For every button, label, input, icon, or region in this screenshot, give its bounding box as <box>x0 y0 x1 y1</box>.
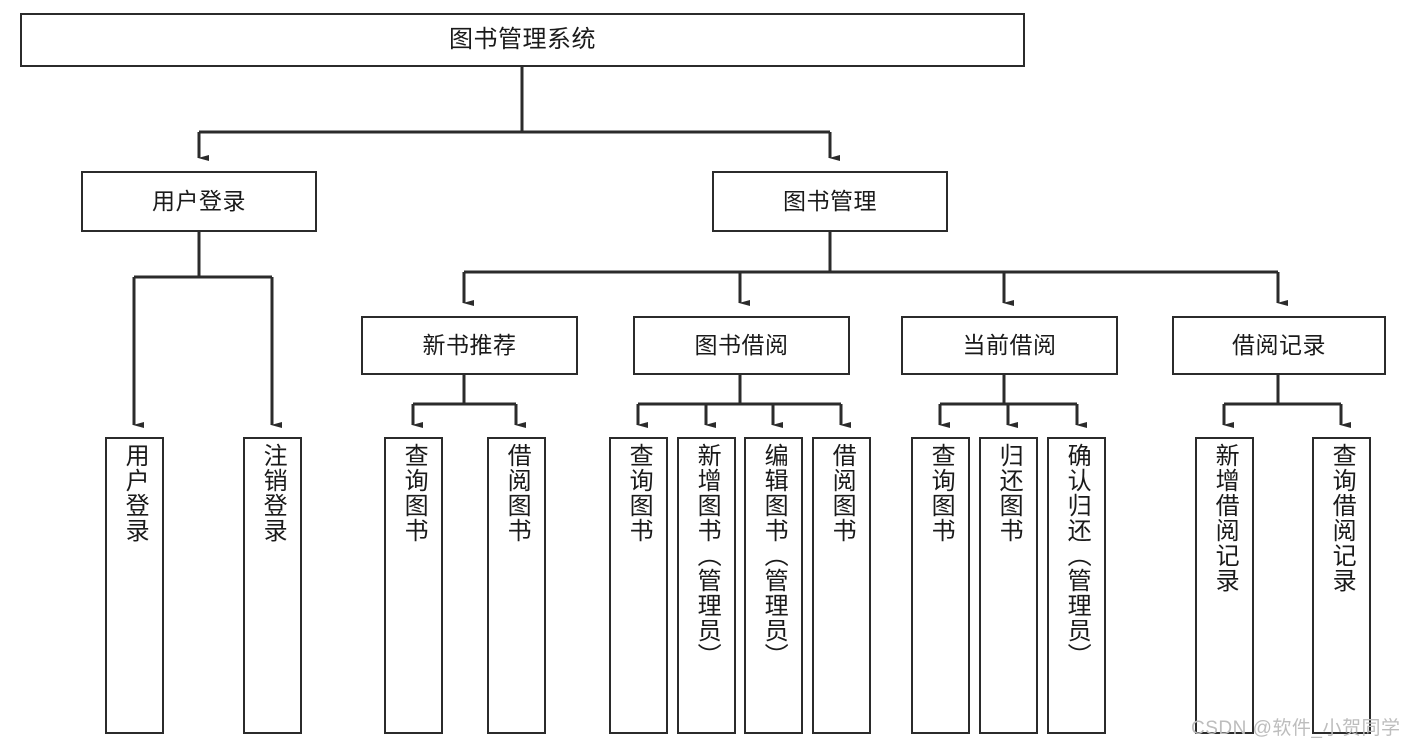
node-leaf-confirm-return-admin[interactable]: 确认归还（管理员） <box>1047 437 1106 734</box>
node-label: 用户登录 <box>152 188 246 215</box>
node-label: 查询图书 <box>625 443 653 543</box>
node-label: 借阅图书 <box>828 443 856 543</box>
node-label: 确认归还（管理员） <box>1063 443 1091 668</box>
node-label: 编辑图书（管理员） <box>760 443 788 668</box>
node-label: 图书借阅 <box>694 332 789 359</box>
node-leaf-user-logout[interactable]: 注销登录 <box>243 437 302 734</box>
node-label: 新书推荐 <box>422 332 517 359</box>
node-label: 借阅记录 <box>1232 332 1326 359</box>
node-current-borrow[interactable]: 当前借阅 <box>901 316 1118 375</box>
node-label: 用户登录 <box>121 443 149 543</box>
node-leaf-borrow-book-borrow[interactable]: 借阅图书 <box>812 437 871 734</box>
node-leaf-add-book-admin[interactable]: 新增图书（管理员） <box>677 437 736 734</box>
node-label: 新增图书（管理员） <box>693 443 721 668</box>
node-label: 查询图书 <box>400 443 428 543</box>
node-leaf-edit-book-admin[interactable]: 编辑图书（管理员） <box>744 437 803 734</box>
node-label: 借阅图书 <box>503 443 531 543</box>
node-leaf-borrow-book-recommend[interactable]: 借阅图书 <box>487 437 546 734</box>
node-label: 图书管理 <box>783 188 877 215</box>
node-leaf-user-login[interactable]: 用户登录 <box>105 437 164 734</box>
node-user-login[interactable]: 用户登录 <box>81 171 317 232</box>
node-leaf-add-borrow-record[interactable]: 新增借阅记录 <box>1195 437 1254 734</box>
node-book-borrow[interactable]: 图书借阅 <box>633 316 850 375</box>
node-leaf-query-book-recommend[interactable]: 查询图书 <box>384 437 443 734</box>
node-new-book-recommend[interactable]: 新书推荐 <box>361 316 578 375</box>
node-label: 查询图书 <box>927 443 955 543</box>
node-leaf-query-book-borrow[interactable]: 查询图书 <box>609 437 668 734</box>
node-leaf-query-borrow-record[interactable]: 查询借阅记录 <box>1312 437 1371 734</box>
node-book-management-system[interactable]: 图书管理系统 <box>20 13 1025 67</box>
node-borrow-record[interactable]: 借阅记录 <box>1172 316 1386 375</box>
csdn-watermark: CSDN @软件_小贺同学 <box>1191 718 1401 739</box>
node-label: 注销登录 <box>259 443 287 543</box>
node-label: 新增借阅记录 <box>1211 443 1239 593</box>
node-label: 查询借阅记录 <box>1328 443 1356 593</box>
node-leaf-return-book[interactable]: 归还图书 <box>979 437 1038 734</box>
node-label: 当前借阅 <box>962 332 1057 359</box>
node-book-management[interactable]: 图书管理 <box>712 171 948 232</box>
node-label: 归还图书 <box>995 443 1023 543</box>
node-label: 图书管理系统 <box>449 25 596 53</box>
node-leaf-query-book-current[interactable]: 查询图书 <box>911 437 970 734</box>
